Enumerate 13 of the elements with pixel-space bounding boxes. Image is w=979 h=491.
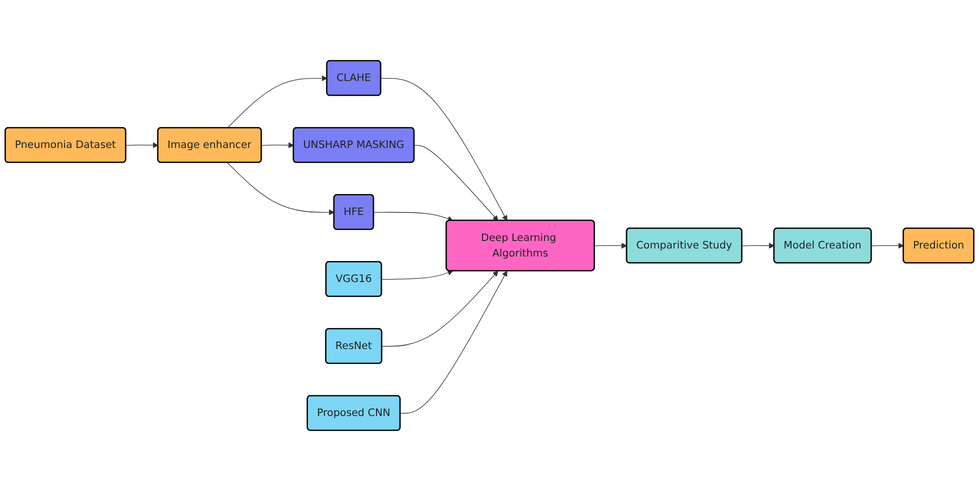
arrow bbox=[871, 242, 904, 249]
arrow bbox=[400, 270, 508, 414]
arrow bbox=[594, 242, 628, 249]
arrow bbox=[380, 78, 508, 221]
arrow bbox=[227, 75, 328, 128]
arrow bbox=[227, 162, 334, 216]
arrow bbox=[126, 142, 158, 148]
arrow bbox=[414, 144, 498, 221]
arrow bbox=[373, 212, 454, 222]
arrow bbox=[381, 270, 454, 280]
arrow bbox=[261, 142, 294, 148]
arrow bbox=[742, 242, 775, 249]
arrow bbox=[382, 270, 498, 347]
